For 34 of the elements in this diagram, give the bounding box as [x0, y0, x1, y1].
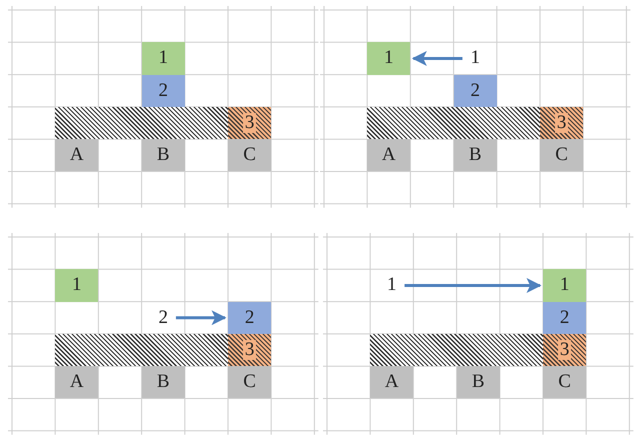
disk-tile: 2	[228, 302, 272, 334]
peg-label-tile: A	[370, 366, 414, 398]
disk-tile: 1	[142, 42, 185, 75]
peg-label-tile: A	[55, 139, 98, 172]
hatched-bar	[55, 334, 228, 366]
hatched-bar	[367, 106, 540, 140]
disk-tile: 2	[543, 302, 586, 334]
disk-tile: 3	[543, 334, 586, 366]
peg-label-tile: A	[367, 139, 410, 172]
hatched-bar	[55, 106, 228, 140]
previous-position-number: 1	[382, 269, 402, 302]
disk-tile: 1	[55, 269, 98, 302]
previous-position-number: 1	[465, 42, 485, 75]
peg-label-tile: C	[228, 139, 272, 172]
previous-position-number: 2	[153, 302, 173, 334]
disk-tile: 3	[228, 334, 272, 366]
peg-label-tile: B	[456, 366, 500, 398]
disk-tile: 1	[367, 42, 410, 75]
peg-label-tile: A	[55, 366, 98, 398]
peg-label-tile: C	[543, 366, 586, 398]
disk-tile: 3	[228, 106, 272, 140]
hatched-bar	[370, 334, 543, 366]
peg-label-tile: B	[454, 139, 497, 172]
disk-tile: 2	[142, 74, 185, 107]
disk-tile: 1	[543, 269, 586, 302]
peg-label-tile: B	[142, 139, 185, 172]
peg-label-tile: C	[228, 366, 272, 398]
disk-tile: 2	[454, 74, 497, 107]
move-arrow	[176, 310, 226, 326]
disk-tile: 3	[540, 106, 584, 140]
move-arrow	[412, 50, 462, 66]
move-arrow	[404, 278, 542, 293]
peg-label-tile: C	[540, 139, 584, 172]
peg-label-tile: B	[142, 366, 185, 398]
